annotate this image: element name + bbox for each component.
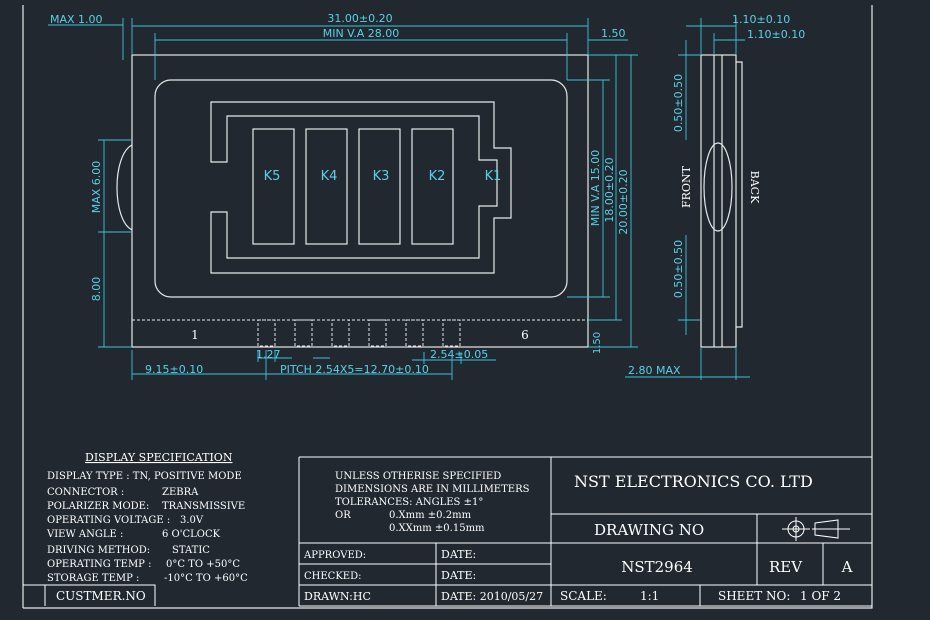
title-block: UNLESS OTHERISE SPECIFIED DIMENSIONS ARE… — [298, 456, 872, 607]
pin — [442, 319, 461, 347]
rev-value: A — [841, 558, 853, 576]
dim-edge-top: 1.50 — [601, 27, 626, 40]
sheet-value: 1 OF 2 — [800, 589, 841, 603]
drawn-date: DATE: 2010/05/27 — [441, 590, 543, 603]
scale-label: SCALE: — [560, 589, 607, 603]
pin — [294, 319, 313, 347]
segment-k2 — [411, 128, 454, 245]
drawing-no-label: DRAWING NO — [594, 521, 704, 539]
pin — [331, 319, 350, 347]
dim-side-050-bot: 0.50±0.50 — [672, 240, 685, 298]
spec-value: 0°C TO +50°C — [166, 559, 240, 570]
dim-side-050-top: 0.50±0.50 — [672, 74, 685, 132]
tolerance-line: OR — [335, 510, 351, 521]
rev-label: REV — [769, 558, 803, 576]
spec-value: ZEBRA — [162, 487, 199, 498]
dim-min-va-height: MIN V.A 15.00 — [589, 150, 602, 227]
dim-max-280: 2.80 MAX — [628, 364, 681, 377]
segment-k3 — [358, 128, 401, 245]
dim-width-total: 31.00±0.20 — [327, 12, 392, 25]
spec-line: DRIVING METHOD: — [47, 545, 150, 556]
spec-value: 6 O'CLOCK — [162, 529, 221, 540]
segment-k5 — [252, 128, 295, 245]
spec-line: OPERATING TEMP : — [47, 559, 151, 570]
front-view: K5 K4 K3 K2 K1 1 6 — [116, 54, 589, 348]
segment-k4 — [305, 128, 348, 245]
approved-label: APPROVED: — [303, 550, 366, 561]
date-label: DATE: — [441, 569, 476, 582]
spec-value: STATIC — [172, 545, 210, 556]
label-back: BACK — [748, 171, 761, 204]
side-contact — [703, 142, 733, 232]
left-tab — [116, 144, 133, 231]
tolerance-line: 0.XXmm ±0.15mm — [389, 523, 485, 534]
tolerance-line: DIMENSIONS ARE IN MILLIMETERS — [335, 484, 530, 495]
pin — [405, 319, 424, 347]
side-connector — [736, 61, 743, 328]
pin — [368, 319, 387, 347]
dim-left-offset: 9.15±0.10 — [145, 363, 203, 376]
drawn-label: DRAWN:HC — [304, 590, 371, 603]
scale-value: 1:1 — [640, 589, 659, 603]
spec-line: DISPLAY TYPE : TN, POSITIVE MODE — [47, 471, 242, 482]
side-glass — [713, 55, 723, 347]
sheet-label: SHEET NO: — [718, 589, 790, 603]
pin-1-label: 1 — [191, 328, 199, 342]
spec-value: -10°C TO +60°C — [164, 573, 248, 584]
display-specification: DISPLAY SPECIFICATION DISPLAY TYPE : TN,… — [23, 451, 248, 606]
customer-no: CUSTMER.NO — [56, 589, 146, 603]
spec-title: DISPLAY SPECIFICATION — [85, 451, 233, 464]
part-number: NST2964 — [621, 558, 693, 576]
dim-height-18: 18.00±0.20 — [603, 157, 616, 222]
side-outline — [700, 54, 737, 348]
pin-6-label: 6 — [521, 328, 529, 342]
spec-value: 3.0V — [180, 515, 204, 526]
segment-label-k3: K3 — [373, 169, 390, 184]
dim-pin-width: 1.27 — [256, 348, 281, 361]
tolerance-line: TOLERANCES: ANGLES ±1° — [335, 497, 483, 508]
projection-symbol-icon — [782, 517, 850, 541]
segment-label-k1: K1 — [485, 169, 502, 184]
tolerance-line: UNLESS OTHERISE SPECIFIED — [335, 471, 501, 482]
spec-line: VIEW ANGLE : — [46, 529, 123, 540]
spec-line: OPERATING VOLTAGE : — [47, 515, 170, 526]
dim-side-110-a: 1.10±0.10 — [732, 13, 790, 26]
dim-height-20: 20.00±0.20 — [617, 169, 630, 234]
glass-outline — [131, 54, 589, 348]
tolerance-line: 0.Xmm ±0.2mm — [389, 510, 472, 521]
dim-min-va-width: MIN V.A 28.00 — [323, 27, 400, 40]
dim-max-6: MAX 6.00 — [90, 161, 103, 214]
date-label: DATE: — [441, 548, 476, 561]
dim-side-110-b: 1.10±0.10 — [747, 28, 805, 41]
segment-label-k5: K5 — [264, 169, 281, 184]
viewing-area — [154, 79, 568, 298]
spec-line: STORAGE TEMP : — [47, 573, 139, 584]
dim-pitch-total: PITCH 2.54X5=12.70±0.10 — [280, 363, 429, 376]
label-front: FRONT — [680, 165, 693, 208]
segment-label-k2: K2 — [429, 169, 446, 184]
dim-max-1: MAX 1.00 — [50, 13, 103, 26]
spec-line: POLARIZER MODE: — [47, 501, 149, 512]
pin — [257, 319, 276, 347]
company-name: NST ELECTRONICS CO. LTD — [574, 472, 813, 491]
front-dimensions: MAX 1.00 31.00±0.20 MIN V.A 28.00 1.50 M… — [48, 12, 638, 380]
dim-8: 8.00 — [90, 277, 103, 302]
dim-edge-side: 1.50 — [592, 332, 603, 354]
checked-label: CHECKED: — [304, 571, 361, 582]
spec-value: TRANSMISSIVE — [162, 501, 245, 512]
segment-label-k4: K4 — [321, 169, 338, 184]
spec-line: CONNECTOR : — [47, 487, 124, 498]
dim-pin-pitch: 2.54±0.05 — [430, 348, 488, 361]
battery-outline — [210, 101, 512, 274]
drawing-border — [22, 5, 873, 609]
side-view: FRONT BACK 1.10±0.10 1.10±0.10 0.50±0.50… — [625, 13, 805, 380]
